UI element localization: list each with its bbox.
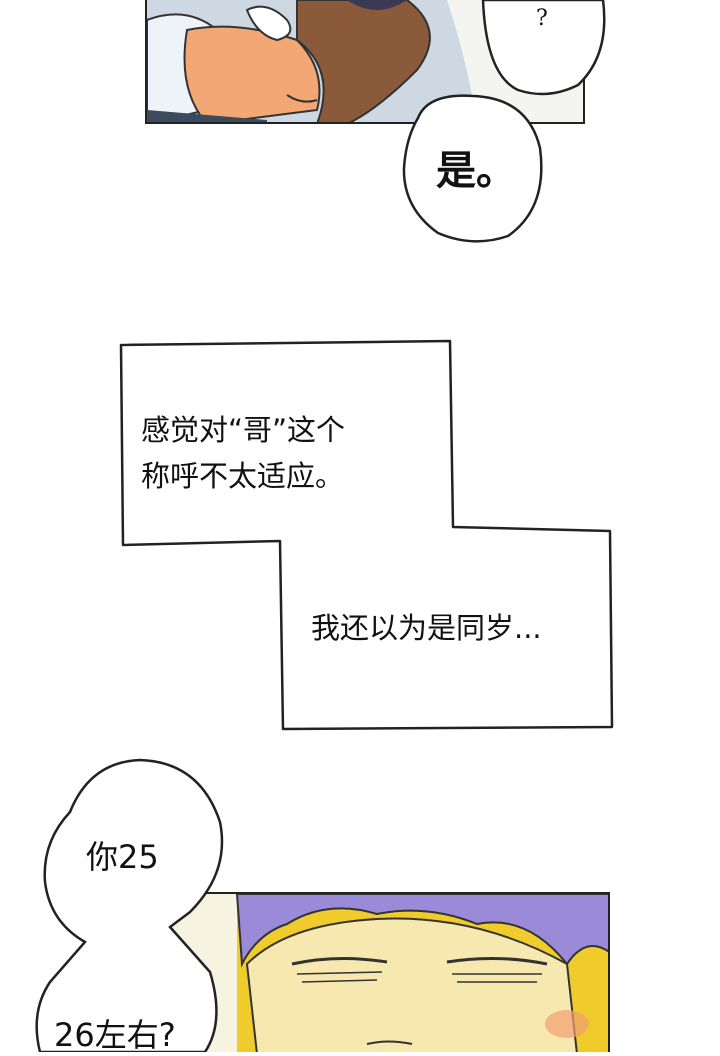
caption-line-2: 称呼不太适应。 — [141, 459, 345, 493]
bubble-age-line-2: 26左右? — [54, 1016, 176, 1054]
bubble-question-text: ? — [536, 6, 548, 31]
speech-bubble-shi: 是。 — [398, 88, 546, 248]
bubble-shi-text: 是。 — [436, 148, 516, 194]
caption-box: 感觉对“哥”这个 称呼不太适应。 我还以为是同岁... — [115, 335, 620, 735]
caption-line-1: 感觉对“哥”这个 — [141, 413, 346, 447]
speech-bubble-age: 你25 26左右? — [30, 752, 230, 1054]
caption-line-3: 我还以为是同岁... — [311, 611, 542, 645]
bubble-age-line-1: 你25 — [86, 838, 159, 876]
speech-bubble-question: ? — [478, 0, 608, 100]
